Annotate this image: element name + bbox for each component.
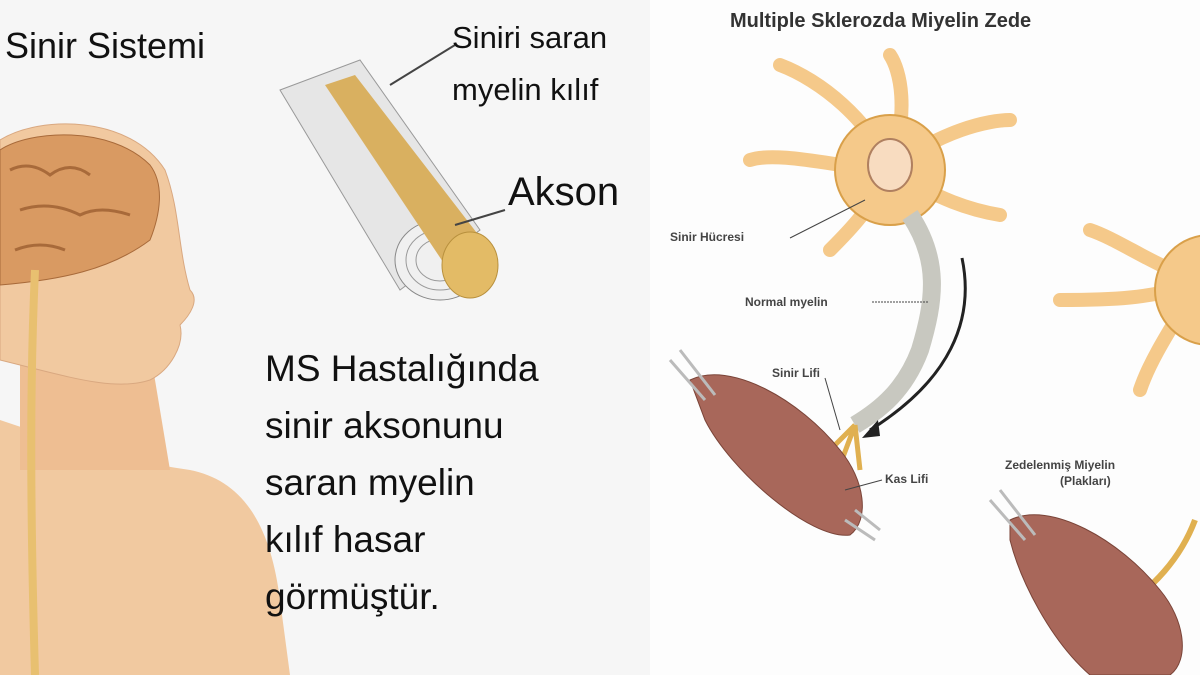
label-myelin-line2: myelin kılıf bbox=[452, 72, 599, 107]
message-line: sinir aksonunu bbox=[265, 405, 504, 446]
label-myelin-line1: Siniri saran bbox=[452, 20, 608, 55]
ms-myelin-diagram bbox=[668, 48, 1200, 675]
message-line: kılıf hasar bbox=[265, 519, 426, 560]
myelin-sheath-illustration bbox=[279, 44, 506, 301]
diagram-title: Multiple Sklerozda Miyelin Zede bbox=[730, 10, 1032, 32]
spinal-cord bbox=[27, 269, 39, 675]
message-line: MS Hastalığında bbox=[265, 348, 539, 389]
label-nerve-fiber: Sinir Lifi bbox=[772, 366, 820, 380]
right-panel: Multiple Sklerozda Miyelin Zede Sinir Hü… bbox=[650, 0, 1200, 675]
ms-description: MS Hastalığında sinir aksonunu saran mye… bbox=[265, 340, 539, 625]
muscle-normal bbox=[668, 349, 881, 542]
normal-neuron bbox=[743, 48, 1017, 471]
axon bbox=[325, 75, 490, 280]
signal-arrow bbox=[869, 257, 967, 432]
damaged-neuron bbox=[1053, 223, 1200, 603]
label-axon: Akson bbox=[508, 170, 620, 214]
muscle-damaged bbox=[988, 489, 1183, 675]
title-nervous-system: Sinir Sistemi bbox=[5, 25, 206, 66]
brain bbox=[0, 134, 160, 286]
message-line: saran myelin bbox=[265, 462, 475, 503]
label-nerve-cell: Sinir Hücresi bbox=[670, 230, 745, 244]
shoulders bbox=[0, 420, 290, 675]
label-plaques: (Plakları) bbox=[1060, 474, 1111, 488]
left-panel: Sinir Sistemi Siniri saran myelin kılıf … bbox=[0, 20, 620, 675]
label-damaged-myelin: Zedelenmiş Miyelin bbox=[1005, 458, 1116, 472]
message-line: görmüştür. bbox=[265, 576, 440, 617]
label-muscle-fiber: Kas Lifi bbox=[885, 472, 929, 486]
nervous-system-illustration bbox=[0, 44, 506, 675]
label-normal-myelin: Normal myelin bbox=[745, 295, 828, 309]
